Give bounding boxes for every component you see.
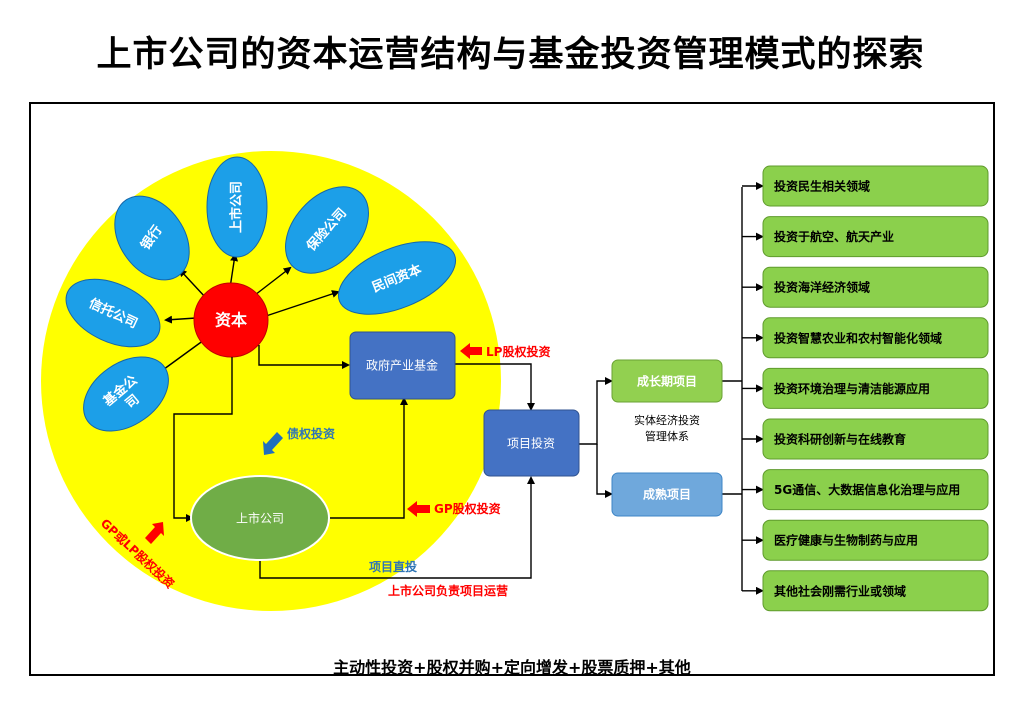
source-bank[interactable]: 银行 xyxy=(99,182,204,294)
field-box[interactable]: 投资民生相关领域 xyxy=(762,165,989,207)
gov-fund-box[interactable]: 政府产业基金 xyxy=(349,331,456,400)
source-insurance-shape xyxy=(285,186,369,274)
spoke-insurance xyxy=(254,266,292,296)
capital-node-label: 资本 xyxy=(215,311,247,330)
debt-investment-label: 债权投资 xyxy=(287,426,335,441)
bottom-caption: 主动性投资+股权并购+定向增发+股票质押+其他 xyxy=(333,658,691,677)
source-listed-company[interactable]: 上市公司 xyxy=(206,156,268,258)
field-box-shape xyxy=(762,367,989,409)
diagram-frame xyxy=(29,102,995,676)
gov-fund-shape xyxy=(349,331,456,400)
spoke-private xyxy=(265,290,340,317)
gov-fund-label: 政府产业基金 xyxy=(366,358,438,373)
field-box-shape xyxy=(762,317,989,359)
field-box-label: 投资于航空、航天产业 xyxy=(774,229,894,244)
field-box-label: 投资民生相关领域 xyxy=(774,179,870,194)
line-listed-to-gov xyxy=(330,397,408,519)
line-project-to-mature xyxy=(596,444,613,498)
field-box-label: 医疗健康与生物制药与应用 xyxy=(774,533,918,548)
line-listed-to-project xyxy=(259,476,535,579)
source-insurance[interactable]: 保险公司 xyxy=(269,171,385,289)
lp-equity-arrow xyxy=(460,343,482,359)
field-box-label: 5G通信、大数据信息化治理与应用 xyxy=(774,482,960,497)
field-box[interactable]: 其他社会刚需行业或领域 xyxy=(762,570,989,612)
capital-node[interactable]: 资本 xyxy=(193,282,269,358)
source-trust-shape xyxy=(65,278,161,348)
field-box[interactable]: 投资环境治理与清洁能源应用 xyxy=(762,367,989,409)
source-private-capital[interactable]: 民间资本 xyxy=(328,227,465,329)
project-investment-label: 项目投资 xyxy=(507,436,555,451)
flow-connectors xyxy=(173,182,764,595)
lp-equity-label: LP股权投资 xyxy=(486,344,550,359)
project-investment-shape xyxy=(483,409,580,477)
source-trust[interactable]: 信托公司 xyxy=(55,266,170,361)
capital-node-shape xyxy=(193,282,269,358)
gp-equity-arrow xyxy=(407,501,430,517)
listed-company-shape xyxy=(190,475,330,561)
source-private-shape xyxy=(337,241,457,315)
direct-investment-label: 项目直投 xyxy=(369,559,417,574)
line-project-to-growth xyxy=(579,377,613,445)
capital-spokes xyxy=(158,253,340,374)
spoke-listed xyxy=(229,253,239,289)
field-box-shape xyxy=(762,216,989,258)
project-investment-box[interactable]: 项目投资 xyxy=(483,409,580,477)
field-box-label: 投资智慧农业和农村智能化领域 xyxy=(774,330,942,345)
line-capital-to-listed xyxy=(173,357,233,522)
listed-company-label: 上市公司 xyxy=(236,511,284,526)
page-title: 上市公司的资本运营结构与基金投资管理模式的探索 xyxy=(96,35,925,75)
field-box-label: 其他社会刚需行业或领域 xyxy=(774,583,906,598)
field-box[interactable]: 投资于航空、航天产业 xyxy=(762,216,989,258)
field-box-label: 投资海洋经济领域 xyxy=(774,280,870,295)
mature-projects-box[interactable]: 成熟项目 xyxy=(611,472,723,517)
field-box[interactable]: 医疗健康与生物制药与应用 xyxy=(762,519,989,561)
source-fund-shape xyxy=(83,356,169,432)
field-box[interactable]: 投资海洋经济领域 xyxy=(762,266,989,308)
spoke-bank xyxy=(178,268,207,299)
line-gov-to-project xyxy=(455,363,535,411)
field-box-shape xyxy=(762,570,989,612)
source-fund[interactable]: 基金公 司 xyxy=(70,342,183,447)
source-bank-shape xyxy=(114,195,190,281)
spoke-trust xyxy=(164,315,197,324)
field-box[interactable]: 投资科研创新与在线教育 xyxy=(762,418,989,460)
growth-projects-shape xyxy=(611,359,723,403)
field-box-shape xyxy=(762,519,989,561)
field-box-shape xyxy=(762,418,989,460)
field-box-label: 投资科研创新与在线教育 xyxy=(774,432,906,447)
debt-investment-arrow xyxy=(263,432,283,455)
growth-projects-label: 成长期项目 xyxy=(637,374,697,389)
system-label-line2: 管理体系 xyxy=(645,429,689,443)
mature-projects-label: 成熟项目 xyxy=(643,487,691,502)
field-box[interactable]: 5G通信、大数据信息化治理与应用 xyxy=(762,469,989,511)
growth-projects-box[interactable]: 成长期项目 xyxy=(611,359,723,403)
field-box-shape xyxy=(762,469,989,511)
gp-lp-arrow xyxy=(145,522,164,544)
spoke-fund xyxy=(158,339,205,374)
mature-projects-shape xyxy=(611,472,723,517)
source-listed-label: 上市公司 xyxy=(229,181,245,233)
source-listed-shape xyxy=(206,156,268,258)
field-box-shape xyxy=(762,165,989,207)
investment-fields: 投资民生相关领域投资于航空、航天产业投资海洋经济领域投资智慧农业和农村智能化领域… xyxy=(762,165,989,612)
field-box-shape xyxy=(762,266,989,308)
line-capital-to-gov xyxy=(258,345,350,369)
operations-label: 上市公司负责项目运营 xyxy=(388,583,508,598)
field-box[interactable]: 投资智慧农业和农村智能化领域 xyxy=(762,317,989,359)
listed-company-node[interactable]: 上市公司 xyxy=(190,475,330,561)
system-label-line1: 实体经济投资 xyxy=(634,413,700,427)
gp-equity-label: GP股权投资 xyxy=(434,501,501,516)
field-box-label: 投资环境治理与清洁能源应用 xyxy=(774,381,930,396)
field-branches xyxy=(742,182,764,595)
